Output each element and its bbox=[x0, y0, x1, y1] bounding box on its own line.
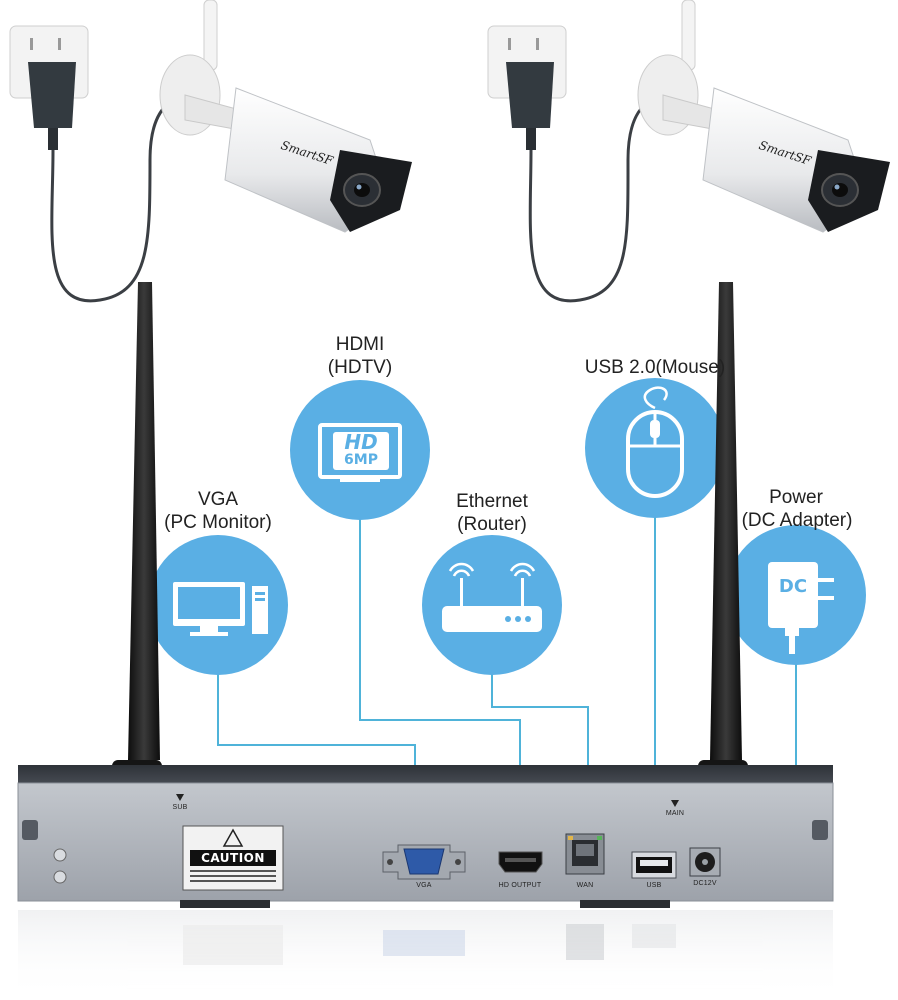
usb-label: USB 2.0(Mouse) bbox=[584, 357, 726, 378]
hdmi-circle bbox=[290, 380, 430, 520]
camera-antenna-left bbox=[203, 0, 218, 71]
camera-right bbox=[487, 0, 890, 303]
wan-port-label: WAN bbox=[576, 882, 594, 889]
router-icon bbox=[442, 562, 542, 632]
mouse-icon bbox=[626, 386, 684, 498]
dc-badge: DC bbox=[778, 576, 808, 597]
usb-port-label: USB bbox=[646, 882, 662, 889]
hd-badge-top: HD bbox=[344, 430, 378, 454]
camera-cable-left bbox=[50, 93, 196, 303]
vga-label-line1: VGA bbox=[197, 489, 239, 510]
antenna-sub-label: SUB bbox=[172, 804, 188, 811]
camera-body-right bbox=[702, 87, 890, 233]
antenna-main-label: MAIN bbox=[665, 810, 685, 817]
hd-tv-icon bbox=[318, 423, 402, 482]
camera-cable-right bbox=[528, 93, 673, 303]
camera-antenna-right bbox=[681, 0, 696, 71]
nvr-antenna-left bbox=[112, 282, 162, 830]
hdmi-port bbox=[498, 851, 543, 873]
nvr-reflection bbox=[18, 910, 833, 1000]
vga-port-label: VGA bbox=[416, 882, 432, 889]
power-circle bbox=[726, 525, 866, 665]
monitor-pc-icon bbox=[173, 582, 268, 636]
ethernet-port bbox=[565, 833, 605, 875]
power-label-line2: (DC Adapter) bbox=[741, 510, 853, 531]
nvr-recorder bbox=[17, 765, 834, 908]
dc-power-port bbox=[689, 847, 721, 877]
power-adapter-left bbox=[28, 62, 76, 150]
camera-left bbox=[9, 0, 412, 303]
ethernet-label-line2: (Router) bbox=[457, 514, 527, 535]
camera-body-left bbox=[224, 87, 412, 233]
camera-mount-right bbox=[637, 54, 719, 136]
vga-label-line2: (PC Monitor) bbox=[164, 512, 272, 533]
hdmi-label-line1: HDMI bbox=[335, 334, 385, 355]
vga-port bbox=[382, 844, 466, 880]
usb-circle bbox=[585, 378, 725, 518]
usb-port bbox=[631, 851, 677, 879]
caution-label bbox=[182, 825, 284, 891]
power-adapter-right bbox=[506, 62, 554, 150]
hdmi-label-line2: (HDTV) bbox=[327, 357, 393, 378]
vga-circle bbox=[148, 535, 288, 675]
camera-mount-left bbox=[159, 54, 241, 136]
dc-port-label: DC12V bbox=[693, 880, 717, 887]
dc-adapter-icon bbox=[768, 562, 834, 654]
hd-badge-bottom: 6MP bbox=[344, 452, 378, 468]
hdmi-port-label: HD OUTPUT bbox=[498, 882, 542, 889]
ethernet-circle bbox=[422, 535, 562, 675]
caution-text: CAUTION bbox=[201, 851, 265, 865]
power-label-line1: Power bbox=[769, 487, 823, 508]
ethernet-label-line1: Ethernet bbox=[456, 491, 528, 512]
